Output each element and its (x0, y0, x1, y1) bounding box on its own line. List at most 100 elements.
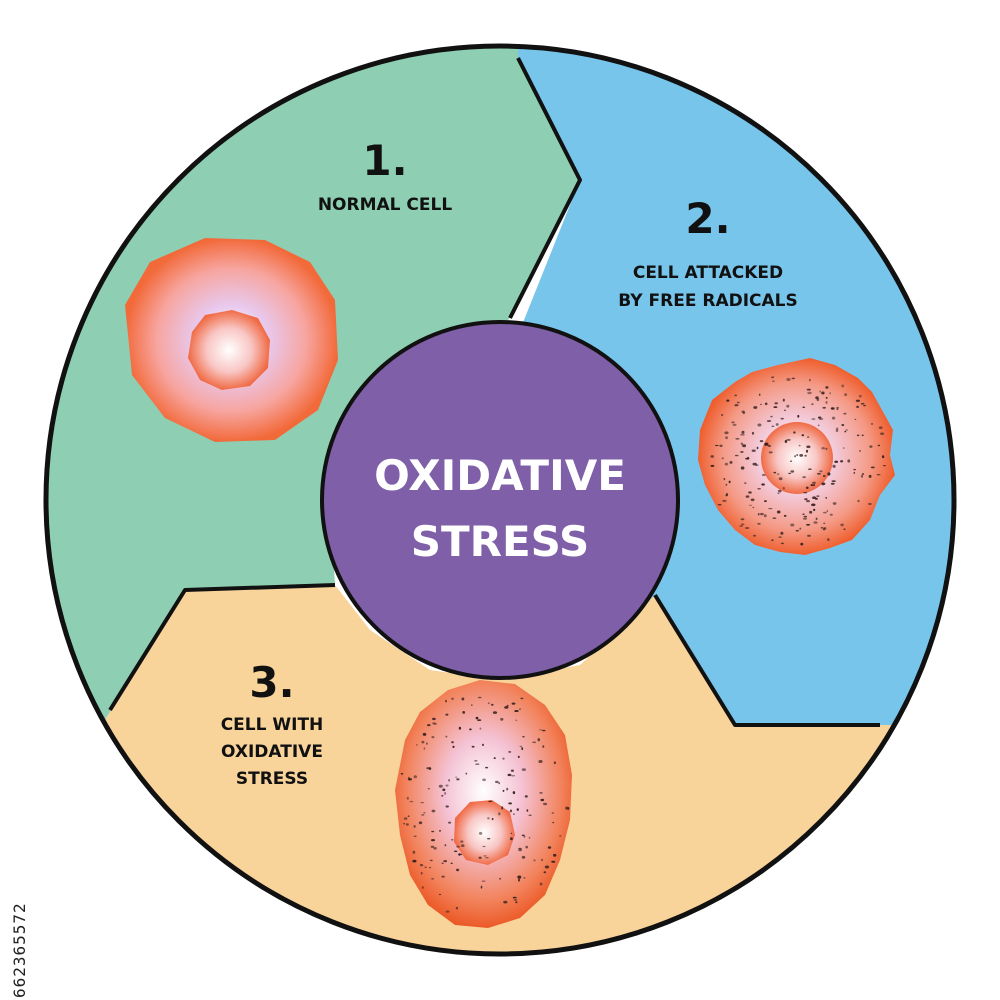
normal-cell-illustration (125, 238, 338, 442)
speck (783, 514, 787, 517)
speck (502, 789, 505, 792)
speck (790, 460, 792, 462)
speck (421, 886, 424, 889)
speck (778, 477, 783, 481)
speck (753, 406, 758, 409)
speck (842, 447, 845, 449)
speck (725, 483, 728, 486)
speck (495, 780, 499, 784)
stage-3-caption-line-3: STRESS (236, 769, 308, 789)
stage-2-caption-line-1: CELL ATTACKED (633, 263, 783, 283)
speck (809, 510, 813, 514)
speck (483, 855, 487, 857)
speck (741, 523, 745, 526)
speck (710, 464, 715, 467)
speck (825, 401, 828, 404)
speck (533, 859, 536, 862)
title-line-2: STRESS (411, 517, 590, 566)
speck (739, 525, 743, 527)
speck (452, 745, 455, 749)
speck (854, 418, 857, 421)
speck (768, 451, 773, 454)
speck (522, 735, 525, 738)
speck (835, 429, 839, 432)
speck (748, 491, 752, 494)
speck (523, 835, 526, 838)
speck (547, 846, 552, 849)
speck (432, 717, 436, 721)
speck (859, 450, 862, 452)
speck (880, 432, 885, 435)
speck (413, 835, 417, 838)
speck (810, 484, 814, 487)
speck (757, 512, 760, 516)
speck (426, 742, 428, 745)
speck (757, 423, 762, 427)
speck (443, 860, 448, 863)
speck (782, 486, 785, 490)
oxidative-damage-specks (400, 696, 570, 913)
speck (420, 871, 423, 875)
speck (724, 462, 729, 466)
speck (772, 517, 777, 519)
speck (773, 406, 778, 408)
speck (857, 499, 860, 503)
speck (829, 392, 831, 395)
speck (429, 867, 432, 869)
speck (786, 404, 790, 408)
speck (818, 418, 824, 420)
speck (834, 460, 839, 463)
speck (740, 518, 745, 521)
speck (869, 445, 873, 448)
speck (519, 708, 521, 710)
speck (491, 817, 494, 821)
speck (752, 506, 755, 509)
speck (724, 431, 729, 435)
speck (784, 440, 788, 443)
speck (745, 495, 750, 498)
speck (861, 434, 864, 437)
speck (413, 825, 416, 828)
speck (878, 426, 883, 430)
speck (541, 729, 546, 732)
speck (499, 877, 501, 880)
speck (778, 536, 782, 538)
speck (491, 703, 494, 706)
speck (438, 784, 443, 788)
speck (407, 776, 410, 780)
speck (441, 875, 445, 878)
speck (745, 457, 750, 460)
speck (761, 483, 765, 486)
speck (817, 424, 820, 427)
speck (786, 378, 791, 381)
speck (551, 860, 556, 863)
speck (544, 865, 550, 869)
speck (799, 527, 802, 530)
speck (487, 838, 491, 840)
speck (821, 482, 825, 486)
speck (460, 840, 464, 843)
speck (721, 457, 724, 460)
speck (498, 782, 500, 785)
speck (782, 398, 785, 402)
speck (736, 401, 740, 404)
speck (450, 838, 454, 841)
speck (806, 449, 808, 453)
speck (758, 393, 761, 396)
speck (778, 489, 782, 493)
speck (790, 523, 795, 527)
speck (441, 794, 444, 797)
speck (870, 423, 874, 425)
speck (823, 527, 827, 529)
speck (498, 812, 501, 816)
speck (521, 747, 524, 751)
speck (772, 380, 775, 382)
speck (757, 487, 761, 490)
speck (858, 395, 862, 398)
speck (822, 406, 826, 409)
speck (827, 472, 831, 476)
speck (517, 875, 522, 879)
speck (797, 414, 800, 418)
speck (822, 528, 826, 531)
speck (820, 527, 824, 529)
